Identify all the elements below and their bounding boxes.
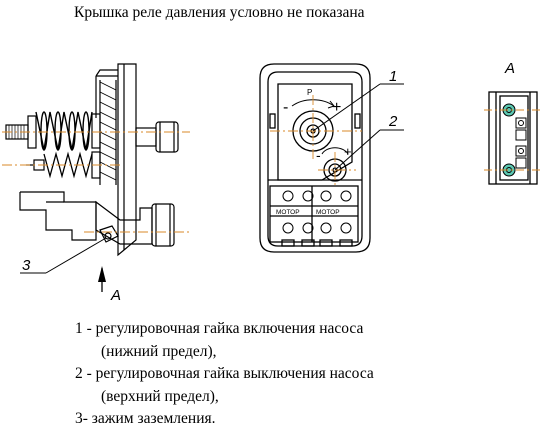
view-a: [484, 91, 542, 185]
front-view: [259, 63, 371, 253]
terminal-screws: [282, 190, 352, 234]
callout-2-label: 2: [388, 113, 398, 130]
large-spring: [35, 111, 93, 151]
view-arrow-head: [98, 266, 106, 282]
view-a-terminals: [502, 103, 527, 177]
fitting: [151, 203, 175, 247]
legend-item-2: 2 - регулировочная гайка выключения насо…: [75, 365, 374, 382]
view-a-body: [488, 91, 538, 185]
plus-label-1: +: [332, 99, 341, 116]
callout-2-leader: [334, 129, 381, 171]
terminal-label-left: МОТОР: [276, 209, 300, 216]
view-a-title: A: [504, 60, 515, 77]
minus-label-1: -: [283, 99, 288, 116]
side-knob-base: [135, 127, 157, 147]
callout-3-label: 3: [22, 257, 31, 274]
legend-item-1-note: (нижний предел),: [101, 342, 217, 360]
small-spring: [43, 151, 93, 179]
front-housing: [259, 63, 371, 253]
minus-label-2: -: [316, 147, 321, 163]
diagram-title: Крышка реле давления условно не показана: [74, 4, 365, 21]
legend-item-1: 1 - регулировочная гайка включения насос…: [75, 320, 364, 337]
legend-item-3: 3- зажим заземления.: [75, 410, 216, 427]
pole-label: P: [307, 88, 312, 97]
view-arrow-label: A: [110, 287, 121, 304]
legend-item-2-note: (верхний предел),: [101, 387, 219, 405]
side-knob: [155, 121, 179, 153]
terminal-label-right: МОТОР: [316, 209, 340, 216]
callout-1-label: 1: [389, 68, 397, 85]
plus-label-2: +: [344, 144, 352, 159]
lower-housing: [19, 191, 97, 241]
callout-1-leader: [312, 83, 381, 132]
legend: 1 - регулировочная гайка включения насос…: [75, 318, 515, 431]
ground-clamp: [99, 225, 119, 243]
side-view: [2, 63, 190, 257]
mounting-plate: [117, 63, 137, 257]
